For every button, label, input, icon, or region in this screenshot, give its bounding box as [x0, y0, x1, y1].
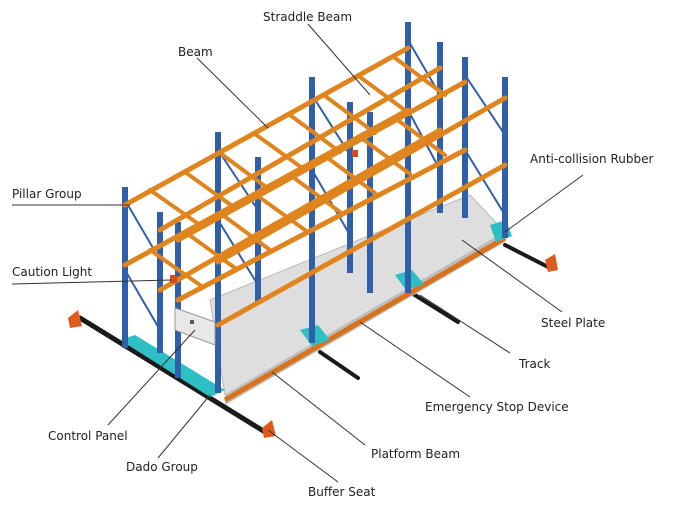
- label-beam: Beam: [178, 45, 213, 59]
- beam: [175, 147, 468, 303]
- caution-light-top: [352, 150, 358, 157]
- beam: [215, 162, 508, 328]
- tracks: [77, 243, 552, 435]
- leader-buffer-seat: [267, 429, 339, 483]
- leader-platform-beam: [271, 371, 366, 446]
- beam: [175, 79, 468, 243]
- buffer-seat: [545, 254, 558, 272]
- leader-emergency-stop: [359, 321, 471, 398]
- label-control-panel: Control Panel: [48, 429, 128, 443]
- label-buffer-seat: Buffer Seat: [308, 485, 376, 499]
- track-rail: [503, 243, 552, 270]
- leader-anti-collision: [504, 174, 584, 233]
- caution-light: [170, 275, 177, 283]
- track-rail: [408, 290, 460, 324]
- track-rail: [318, 350, 360, 380]
- leader-caution-light: [11, 279, 173, 285]
- beam: [157, 65, 443, 233]
- track-rail: [77, 315, 268, 435]
- control-panel: [174, 307, 216, 346]
- control-panel-button: [190, 320, 194, 324]
- label-emergency-stop-device: Emergency Stop Device: [425, 400, 569, 414]
- steel-plate: [209, 194, 506, 396]
- beams: [122, 45, 508, 328]
- buffer-seat: [68, 310, 82, 328]
- leader-lines: [11, 23, 584, 483]
- label-straddle-beam: Straddle Beam: [263, 10, 353, 24]
- leader-beam: [196, 57, 269, 129]
- label-caution-light: Caution Light: [12, 265, 93, 279]
- label-anti-collision-rubber: Anti-collision Rubber: [530, 152, 654, 166]
- beam: [215, 95, 508, 265]
- leader-control-panel: [107, 329, 196, 426]
- platform-beam: [223, 235, 507, 403]
- label-pillar-group: Pillar Group: [12, 187, 82, 201]
- buffer-seat: [262, 420, 276, 438]
- leader-straddle-beam: [307, 23, 371, 96]
- label-track: Track: [519, 357, 551, 371]
- leader-steel-plate: [461, 239, 563, 313]
- label-dado-group: Dado Group: [126, 460, 198, 474]
- label-platform-beam: Platform Beam: [371, 447, 461, 461]
- straddle-beams: [148, 56, 447, 287]
- leader-track: [419, 294, 511, 354]
- label-steel-plate: Steel Plate: [541, 316, 606, 330]
- leader-dado-group: [157, 394, 211, 459]
- dado: [120, 335, 225, 397]
- beam: [157, 127, 443, 293]
